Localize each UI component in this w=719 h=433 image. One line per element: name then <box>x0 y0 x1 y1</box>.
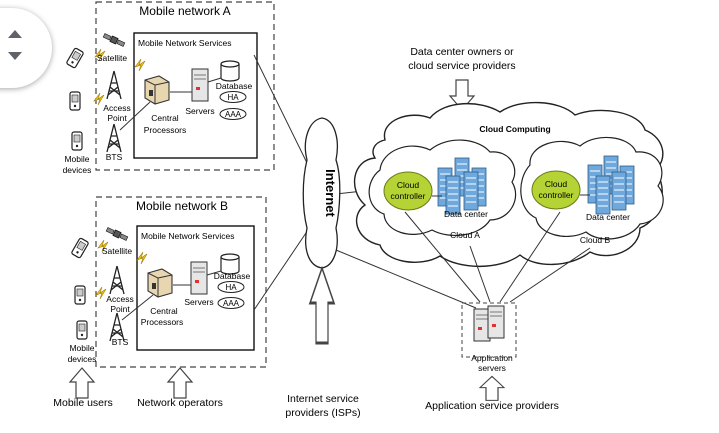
connector-line <box>121 294 154 321</box>
phone-icon <box>74 285 86 305</box>
application-service-providers-label: Application service providers <box>425 400 559 412</box>
up-arrow-icon <box>69 367 95 399</box>
data-center-b-label: Data center <box>586 212 630 222</box>
servers-label: Servers <box>184 297 213 307</box>
access-point-label: Access <box>106 294 133 304</box>
satellite-icon <box>105 226 129 242</box>
central-processors-label: Processors <box>141 317 184 327</box>
network-b-border <box>95 196 267 368</box>
bts-label: BTS <box>112 337 129 347</box>
mobile-network-a: Mobile network A Mobile Network Services… <box>63 1 275 175</box>
network-b-services-title: Mobile Network Services <box>141 231 235 241</box>
bottom-labels: Mobile users Network operators Internet … <box>53 367 559 419</box>
ha-label: HA <box>225 283 237 292</box>
satellite-label: Satellite <box>102 246 133 256</box>
phone-icon <box>71 131 83 151</box>
up-arrow-icon <box>479 375 505 401</box>
aaa-ellipse <box>219 108 247 120</box>
servers-label: Servers <box>185 106 214 116</box>
cloud-a-controller-label: Cloud <box>397 180 419 190</box>
access-point-icon <box>106 70 122 100</box>
isp-arrow-icon <box>308 266 336 345</box>
central-processor-icon <box>147 268 173 298</box>
up-arrow-icon <box>167 367 193 399</box>
wireless-bolt-icon <box>95 286 107 300</box>
access-point-label: Access <box>103 103 130 113</box>
data-center-owners-label: Data center owners or <box>410 46 514 58</box>
mobile-users-label: Mobile users <box>53 397 113 409</box>
application-servers: Application servers <box>461 302 517 401</box>
mobile-devices-label: devices <box>63 165 92 175</box>
application-server-icon <box>487 305 505 339</box>
chevron-up-icon[interactable] <box>8 30 22 38</box>
cloud-computing: Data center owners or cloud service prov… <box>353 46 664 303</box>
ha-ellipse <box>217 281 245 293</box>
connector-line <box>119 101 151 131</box>
cloud-a-label: Cloud A <box>450 230 480 240</box>
server-icon <box>190 261 208 295</box>
satellite-icon <box>102 32 126 48</box>
network-operators-label: Network operators <box>137 397 223 409</box>
aaa-ellipse <box>217 297 245 309</box>
cloud-b-controller-label: Cloud <box>545 179 567 189</box>
server-icon <box>191 68 209 102</box>
ha-ellipse <box>219 91 247 103</box>
phone-icon <box>69 91 81 111</box>
internet-label: Internet <box>323 169 338 217</box>
central-processors-label: Processors <box>144 125 187 135</box>
database-label: Database <box>216 81 253 91</box>
central-processors-label: Central <box>150 306 178 316</box>
access-point-label: Point <box>107 113 127 123</box>
central-processors-label: Central <box>151 113 179 123</box>
application-servers-label: Application <box>471 353 513 363</box>
mobile-devices-label: devices <box>68 354 97 364</box>
access-point-label: Point <box>110 304 130 314</box>
chevron-down-icon[interactable] <box>8 52 22 60</box>
access-point-icon <box>109 265 125 295</box>
isps-label: providers (ISPs) <box>285 407 360 419</box>
bts-tower-icon <box>106 123 122 153</box>
network-b-title: Mobile network B <box>136 199 228 213</box>
cloud-b-controller-label: controller <box>539 190 574 200</box>
cloud-a-controller-label: controller <box>391 191 426 201</box>
data-center-a-label: Data center <box>444 209 488 219</box>
ha-label: HA <box>227 93 239 102</box>
phone-icon <box>65 47 85 69</box>
central-processor-icon <box>144 75 170 105</box>
cloud-computing-label: Cloud Computing <box>479 124 550 134</box>
mobile-devices-label: Mobile <box>64 154 89 164</box>
internet-cloud: Internet <box>253 54 477 345</box>
bts-label: BTS <box>106 152 123 162</box>
connector-line <box>207 77 222 83</box>
network-a-title: Mobile network A <box>139 4 230 18</box>
phone-icon <box>76 320 88 340</box>
aaa-label: AAA <box>225 110 242 119</box>
cloud-a-controller <box>383 171 433 211</box>
database-label: Database <box>214 271 251 281</box>
aaa-label: AAA <box>223 299 240 308</box>
cloud-b-controller <box>531 170 581 210</box>
network-a-border <box>95 1 275 171</box>
isps-label: Internet service <box>287 393 359 405</box>
mobile-network-b: Mobile network B Mobile Network Services… <box>68 196 267 368</box>
mobile-devices-label: Mobile <box>69 343 94 353</box>
database-icon <box>220 60 240 82</box>
network-a-services-title: Mobile Network Services <box>138 38 232 48</box>
application-servers-box <box>461 302 517 358</box>
data-center-owners-label: cloud service providers <box>408 60 515 72</box>
connector-line <box>206 270 222 276</box>
satellite-label: Satellite <box>97 53 128 63</box>
cloud-b-label: Cloud B <box>580 235 611 245</box>
phone-icon <box>70 237 90 259</box>
application-servers-label: servers <box>478 363 506 373</box>
